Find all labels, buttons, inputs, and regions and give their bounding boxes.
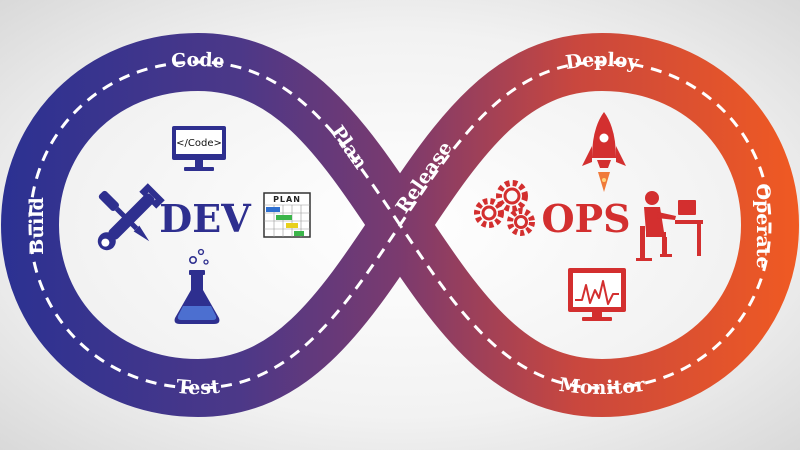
monitoring-screen-icon (568, 268, 626, 321)
stage-label-deploy: Deploy (564, 49, 641, 74)
plan-chart-icon: PLAN (263, 192, 311, 238)
code-screen-text: </Code> (176, 138, 222, 149)
operator-at-desk-icon (636, 191, 703, 261)
stage-label-test: Test (175, 376, 220, 399)
stage-label-monitor: Monitor (558, 374, 647, 399)
stage-label-operate: Operate (752, 183, 774, 268)
rocket-icon (582, 112, 626, 192)
flask-icon (174, 248, 220, 324)
stage-label-build: Build (26, 197, 48, 255)
ops-title: OPS (541, 196, 630, 241)
gears-icon (474, 180, 535, 236)
code-monitor-icon: </Code> (172, 126, 226, 171)
wrench-screwdriver-icon (97, 183, 165, 251)
plan-chart-title: PLAN (273, 195, 301, 204)
stage-label-code: Code (170, 49, 226, 73)
dev-title: DEV (159, 196, 252, 241)
